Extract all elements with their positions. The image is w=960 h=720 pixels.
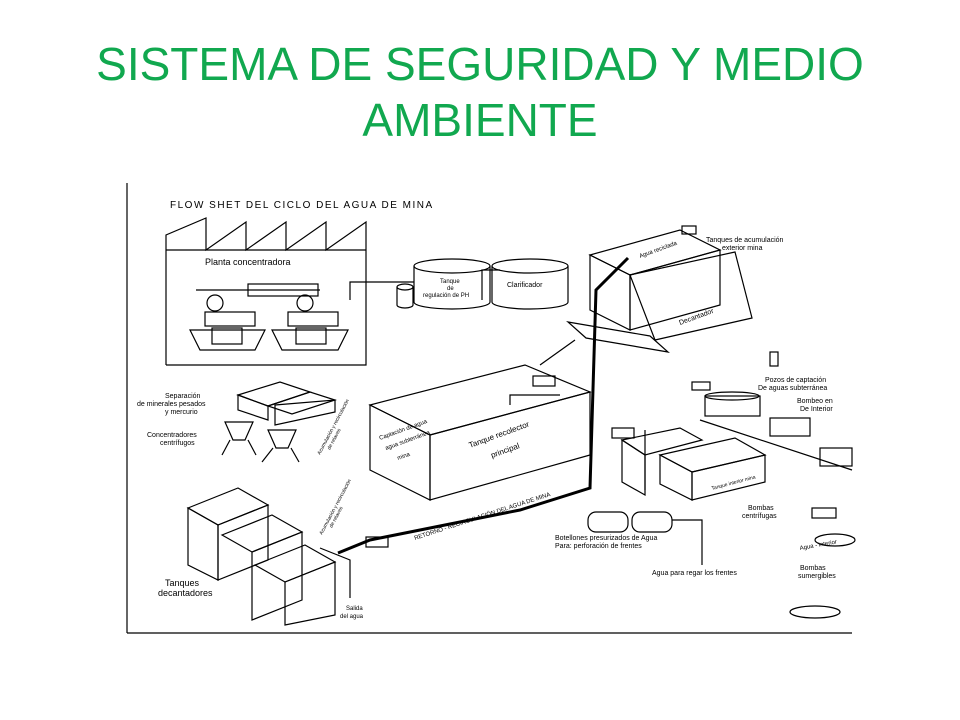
slide-title-line-2: AMBIENTE	[362, 94, 598, 146]
centrifugal-pump	[811, 507, 837, 519]
interior-pipe	[699, 419, 853, 471]
label-acumulacion2-1: Acumulación y recirculación	[318, 478, 352, 536]
label-separacion-3: y mercurio	[165, 409, 198, 416]
label-agua-regar: Agua para regar los frentes	[652, 570, 737, 577]
label-separacion-2: de minerales pesados	[137, 401, 206, 408]
label-separacion-1: Separación	[165, 393, 201, 400]
mill-machine-left	[189, 294, 266, 351]
pump-main	[532, 375, 556, 387]
mill-machine-right	[271, 294, 349, 351]
label-planta: Planta concentradora	[205, 257, 291, 267]
pump-wells	[691, 381, 711, 391]
capture-wells	[704, 391, 853, 467]
label-bombas-sum-2: sumergibles	[798, 573, 836, 580]
label-tanques-dec-1: Tanques	[165, 578, 200, 588]
pump-top	[681, 225, 697, 235]
interior-water-pool-2	[789, 605, 841, 619]
pump-return	[365, 536, 389, 548]
flow-arrow-ph-to-plant	[349, 281, 414, 300]
factory-building	[165, 217, 367, 366]
label-bombas-sum-1: Bombas	[800, 565, 826, 572]
label-concentradores-2: centrífugos	[160, 440, 195, 447]
decanter-tanks	[186, 487, 337, 626]
return-pipe-line	[337, 256, 630, 555]
label-salida-1: Salida	[346, 606, 363, 612]
diagram-heading: FLOW SHET DEL CICLO DEL AGUA DE MINA	[170, 200, 434, 211]
label-tanques-dec-2: decantadores	[158, 588, 213, 598]
label-botellones-2: Para: perforación de frentes	[555, 543, 642, 550]
clarifier-tank	[491, 258, 569, 310]
label-salida-2: del agua	[340, 614, 364, 620]
ph-regulation-tank	[413, 258, 491, 310]
label-tanque-ph-2: de	[447, 286, 454, 292]
separation-tanks	[236, 381, 337, 426]
outlet-pipe	[319, 547, 351, 598]
label-agua-reciclada: Agua reciclada	[639, 240, 679, 259]
label-tanque-ph-3: regulación de PH	[423, 293, 469, 299]
label-agua-interior: Agua - interior	[799, 540, 837, 552]
label-pozos-2: De aguas subterránea	[758, 385, 827, 392]
small-cylinder	[396, 283, 414, 309]
label-tanques-acum-2: exterior mina	[722, 245, 763, 252]
label-bombas-cent-2: centrífugas	[742, 513, 777, 520]
label-clarificador: Clarificador	[507, 282, 543, 289]
label-tanques-acum-1: Tanques de acumulación	[706, 237, 784, 244]
label-botellones-1: Botellones presurizados de Agua	[555, 535, 657, 542]
label-decantador: Decantador	[678, 308, 715, 327]
interior-mine-tank	[620, 427, 767, 501]
label-tanque-recolector-1: Tanque recolector	[468, 420, 531, 450]
label-tanque-ph-1: Tanque	[440, 279, 460, 285]
flow-arrow-clarifier	[481, 269, 500, 300]
interior-water-pool	[814, 533, 856, 547]
label-bombeo-2: De Interior	[800, 406, 833, 413]
label-captacion-3: mina	[397, 452, 412, 462]
pump-interior	[611, 427, 635, 439]
label-tanque-recolector-2: principal	[490, 441, 521, 460]
pipe-recovery-inlet	[509, 394, 560, 405]
pipe-to-frentes	[672, 519, 703, 565]
centrifugal-concentrators	[221, 421, 300, 463]
label-concentradores-1: Concentradores	[147, 432, 197, 439]
label-acumulacion-1: Acumulación y recirculación	[316, 398, 350, 456]
pipe-to-trough	[539, 339, 576, 366]
label-pozos-1: Pozos de captación	[765, 377, 826, 384]
pump-vertical	[769, 351, 779, 367]
slide-title-line-1: SISTEMA DE SEGURIDAD Y MEDIO	[96, 38, 864, 90]
slide-title: SISTEMA DE SEGURIDAD Y MEDIO AMBIENTE	[0, 36, 960, 148]
channel-trough	[566, 321, 670, 353]
pressurized-bottles	[587, 511, 673, 533]
label-bombeo-1: Bombeo en	[797, 398, 833, 405]
label-bombas-cent-1: Bombas	[748, 505, 774, 512]
